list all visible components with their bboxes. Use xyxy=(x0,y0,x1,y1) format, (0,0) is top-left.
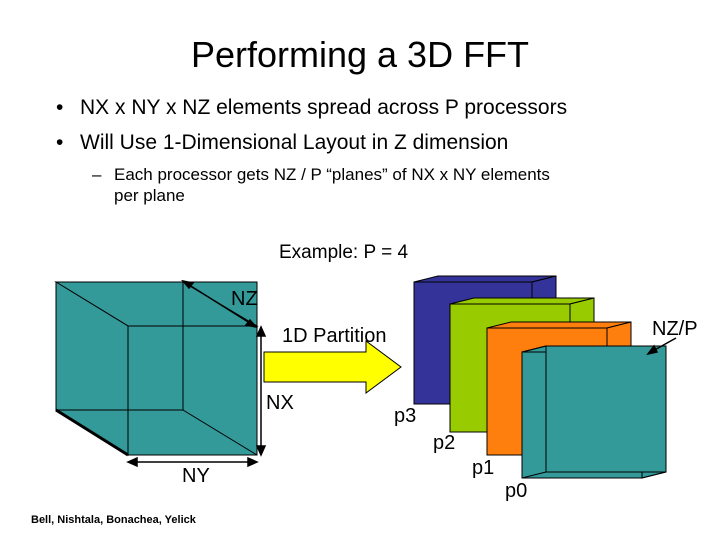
sub-bullet-line2: per plane xyxy=(114,186,185,205)
nz-label: NZ xyxy=(231,288,258,310)
nz-dimension-arrow xyxy=(181,279,258,329)
bullet-dot: • xyxy=(56,96,64,119)
ny-label: NY xyxy=(182,465,210,487)
sub-bullet: –Each processor gets NZ / P “planes” of … xyxy=(92,164,652,206)
ny-dimension-arrow xyxy=(126,456,259,468)
sub-bullet-dash: – xyxy=(92,165,102,184)
full-cube xyxy=(54,281,259,457)
bullet-item: • NX x NY x NZ elements spread across P p… xyxy=(56,96,567,120)
cube-hidden-edge xyxy=(182,409,258,456)
slab-p0 xyxy=(521,345,667,479)
author-credit: Bell, Nishtala, Bonachea, Yelick xyxy=(31,514,196,526)
cube-main-face xyxy=(127,325,258,456)
bullet-item: • Will Use 1-Dimensional Layout in Z dime… xyxy=(56,131,508,155)
nx-dimension-arrow xyxy=(255,325,267,457)
partition-arrow xyxy=(263,340,402,394)
bullet-text: NX x NY x NZ elements spread across P pr… xyxy=(80,96,568,119)
p3-label: p3 xyxy=(394,405,417,427)
p0-label: p0 xyxy=(505,480,528,502)
slide-title: Performing a 3D FFT xyxy=(190,34,530,75)
bullet-dot: • xyxy=(56,131,64,154)
p2-label: p2 xyxy=(433,432,456,454)
nz-over-p-label: NZ/P xyxy=(652,318,698,340)
nx-label: NX xyxy=(266,392,294,414)
p1-label: p1 xyxy=(472,457,495,479)
example-label: Example: P = 4 xyxy=(279,242,409,263)
bullet-text: Will Use 1-Dimensional Layout in Z dimen… xyxy=(80,131,509,154)
cube-dark-edge xyxy=(55,408,129,457)
sub-bullet-line1: Each processor gets NZ / P “planes” of N… xyxy=(114,165,550,184)
partition-label: 1D Partition xyxy=(282,325,387,347)
nzp-pointer-arrow xyxy=(646,337,677,356)
